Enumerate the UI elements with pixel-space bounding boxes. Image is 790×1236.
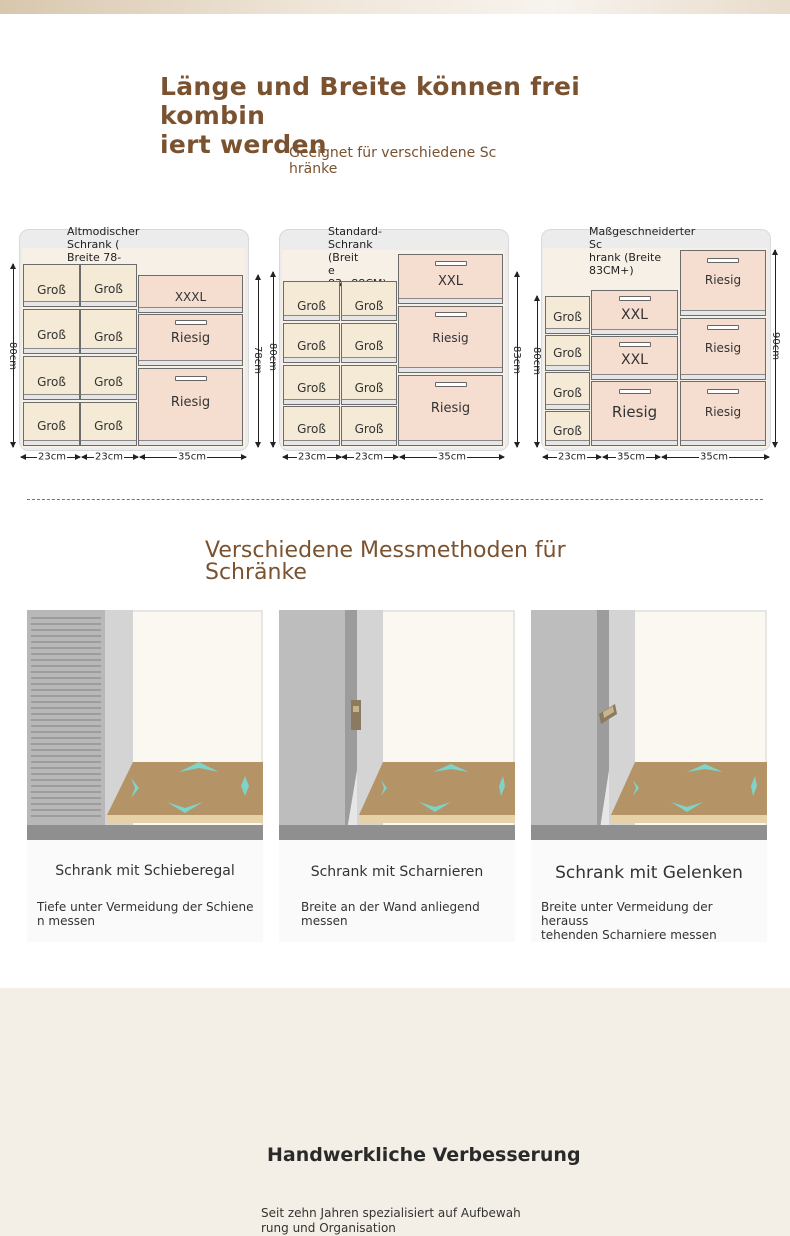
- drawer-small: Groß: [341, 281, 397, 321]
- drawer-large: Riesig: [680, 250, 766, 316]
- section-subtitle-cabinets: Geeignet für verschiedene Sc hränke: [289, 145, 497, 177]
- section-title-craft: Handwerkliche Verbesserung: [267, 1144, 581, 1166]
- sliding-cabinet-illustration: [27, 610, 263, 840]
- card-description: Tiefe unter Vermeidung der Schiene n mes…: [37, 900, 254, 928]
- card-description: Breite unter Vermeidung der herauss tehe…: [541, 900, 717, 942]
- section-divider: [27, 499, 763, 500]
- jointed-cabinet-illustration: [531, 610, 767, 840]
- drawer-large: Riesig: [138, 314, 243, 366]
- width-label: 23cm: [354, 451, 384, 463]
- drawer-large: XXL: [591, 336, 678, 380]
- card-title: Schrank mit Schieberegal: [55, 863, 235, 879]
- drawer-small: Groß: [341, 406, 397, 446]
- drawer-large: Riesig: [398, 375, 503, 446]
- drawer-small: Groß: [80, 356, 137, 400]
- drawer-large: Riesig: [138, 368, 243, 446]
- drawer-small: Groß: [23, 356, 80, 400]
- height-label: 83cm: [511, 346, 522, 374]
- width-label: 23cm: [557, 451, 587, 463]
- drawer-small: Groß: [341, 323, 397, 363]
- drawer-small: Groß: [23, 309, 80, 354]
- drawer-large: XXXL: [138, 275, 243, 313]
- card-description: Breite an der Wand anliegend messen: [301, 900, 480, 928]
- drawer-small: Groß: [283, 281, 340, 321]
- drawer-small: Groß: [23, 402, 80, 446]
- height-label: 80cm: [531, 347, 542, 375]
- measure-card-hinged: Schrank mit Scharnieren Breite an der Wa…: [279, 610, 515, 942]
- bottom-panel: [0, 988, 790, 1236]
- drawer-large: Riesig: [680, 318, 766, 380]
- drawer-large: Riesig: [591, 381, 678, 446]
- height-label: 80cm: [267, 343, 278, 371]
- cabinet-title: Maßgeschneiderter Sc hrank (Breite 83CM+…: [589, 225, 696, 277]
- drawer-small: Groß: [283, 323, 340, 363]
- measure-card-sliding: Schrank mit Schieberegal Tiefe unter Ver…: [27, 610, 263, 942]
- width-label: 23cm: [37, 451, 67, 463]
- width-label: 23cm: [297, 451, 327, 463]
- width-label: 35cm: [437, 451, 467, 463]
- drawer-small: Groß: [545, 296, 590, 334]
- drawer-small: Groß: [283, 406, 340, 446]
- drawer-small: Groß: [80, 402, 137, 446]
- drawer-small: Groß: [80, 309, 137, 354]
- height-label: 78cm: [252, 346, 263, 374]
- drawer-small: Groß: [80, 264, 137, 307]
- drawer-small: Groß: [545, 411, 590, 446]
- width-label: 35cm: [699, 451, 729, 463]
- drawer-small: Groß: [545, 372, 590, 410]
- measure-card-jointed: Schrank mit Gelenken Breite unter Vermei…: [531, 610, 767, 942]
- width-label: 35cm: [616, 451, 646, 463]
- section-title-measure: Verschiedene Messmethoden für Schränke: [205, 538, 566, 585]
- height-label: 90cm: [770, 332, 781, 360]
- drawer-large: XXL: [398, 254, 503, 304]
- hinged-cabinet-illustration: [279, 610, 515, 840]
- drawer-small: Groß: [23, 264, 80, 307]
- width-label: 23cm: [94, 451, 124, 463]
- section-description-craft: Seit zehn Jahren spezialisiert auf Aufbe…: [261, 1206, 521, 1235]
- card-title: Schrank mit Gelenken: [555, 863, 743, 883]
- card-title: Schrank mit Scharnieren: [310, 864, 484, 880]
- top-decorative-strip: [0, 0, 790, 14]
- drawer-large: Riesig: [398, 306, 503, 373]
- drawer-small: Groß: [341, 365, 397, 405]
- height-label: 80cm: [7, 342, 18, 370]
- drawer-large: XXL: [591, 290, 678, 335]
- drawer-large: Riesig: [680, 381, 766, 446]
- section-title-combine: Länge und Breite können frei kombin iert…: [160, 72, 581, 159]
- drawer-small: Groß: [283, 365, 340, 405]
- drawer-small: Groß: [545, 335, 590, 371]
- width-label: 35cm: [177, 451, 207, 463]
